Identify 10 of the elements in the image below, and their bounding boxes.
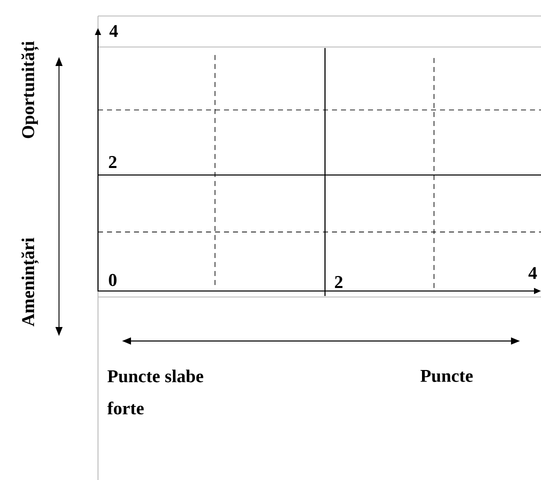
axis-title: Puncte slabe [108,370,204,382]
tick-label: 4 [528,267,537,279]
tick-label: 2 [334,276,342,288]
tick-label: 4 [109,25,118,37]
axis-title: forte [107,402,144,414]
tick-label: 2 [108,156,116,168]
tick-label: 0 [108,274,117,286]
axis-title: Amenințări [21,238,39,326]
axis-title: Oportunități [21,41,39,138]
axis-title: Puncte [420,370,473,382]
